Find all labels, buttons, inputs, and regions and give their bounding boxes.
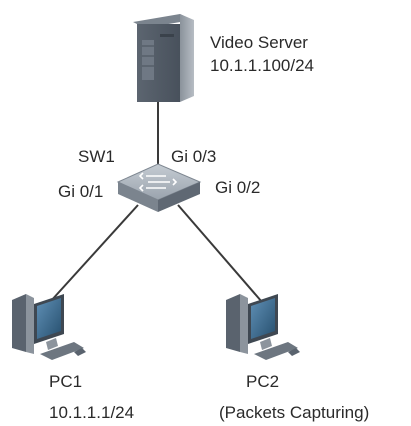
desktop-pc-icon [226,294,300,360]
pc2-name-label: PC2 [246,372,280,391]
server-ip-label: 10.1.1.100/24 [210,56,314,75]
switch-port-right-label: Gi 0/2 [215,178,261,197]
tower-server-icon [133,14,194,102]
switch-port-up-label: Gi 0/3 [171,147,217,166]
pc1-ip-label: 10.1.1.1/24 [49,403,135,422]
link-switch-pc2 [177,204,263,303]
desktop-pc-icon [12,294,86,360]
switch-port-left-label: Gi 0/1 [58,182,104,201]
pc1-name-label: PC1 [49,372,83,391]
pc2-note-label: (Packets Capturing) [219,403,370,422]
switch-name-label: SW1 [78,147,115,166]
network-switch-icon [116,163,202,212]
server-name-label: Video Server [210,33,308,52]
link-switch-pc1 [49,204,139,303]
